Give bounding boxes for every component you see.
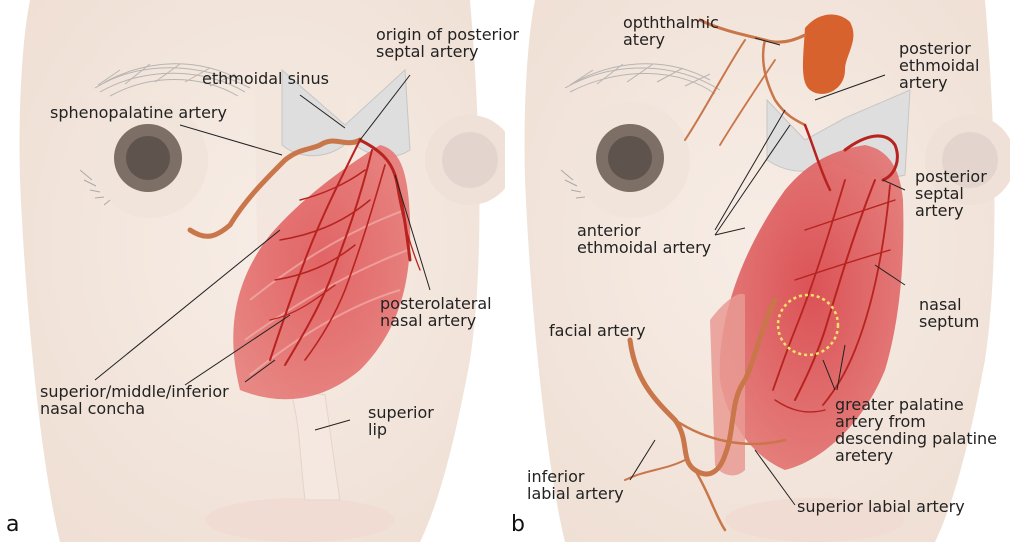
eye-pupil-b [608,136,652,180]
label-superior-lip: superior lip [368,404,434,438]
label-ethmoidal-sinus: ethmoidal sinus [202,70,329,87]
label-facial-artery: facial artery [549,322,646,339]
label-anterior-ethmoidal-artery: anterior ethmoidal artery [577,222,711,256]
panel-b: opththalmic atery posterior ethmoidal ar… [505,0,1010,542]
label-greater-palatine-artery: greater palatine artery from descending … [835,396,997,464]
label-nasal-concha: superior/middle/inferior nasal concha [40,383,229,417]
label-superior-labial-artery: superior labial artery [797,498,965,515]
label-origin-posterior-septal: origin of posterior septal artery [376,26,519,60]
label-ophthalmic-artery: opththalmic atery [623,14,719,48]
label-posterolateral-nasal-artery: posterolateral nasal artery [380,295,492,329]
panel-a-letter: a [6,512,19,537]
label-inferior-labial-artery: inferior labial artery [527,468,624,502]
mouth-area [205,498,395,542]
far-eye-iris [442,132,498,188]
panel-b-letter: b [511,512,525,537]
panel-a: origin of posterior septal artery ethmoi… [0,0,505,542]
label-posterior-septal-artery: posterior septal artery [915,168,987,219]
eye-pupil [126,136,170,180]
label-nasal-septum: nasal septum [919,296,979,330]
label-sphenopalatine-artery: sphenopalatine artery [50,104,227,121]
label-posterior-ethmoidal-artery: posterior ethmoidal artery [899,40,979,91]
